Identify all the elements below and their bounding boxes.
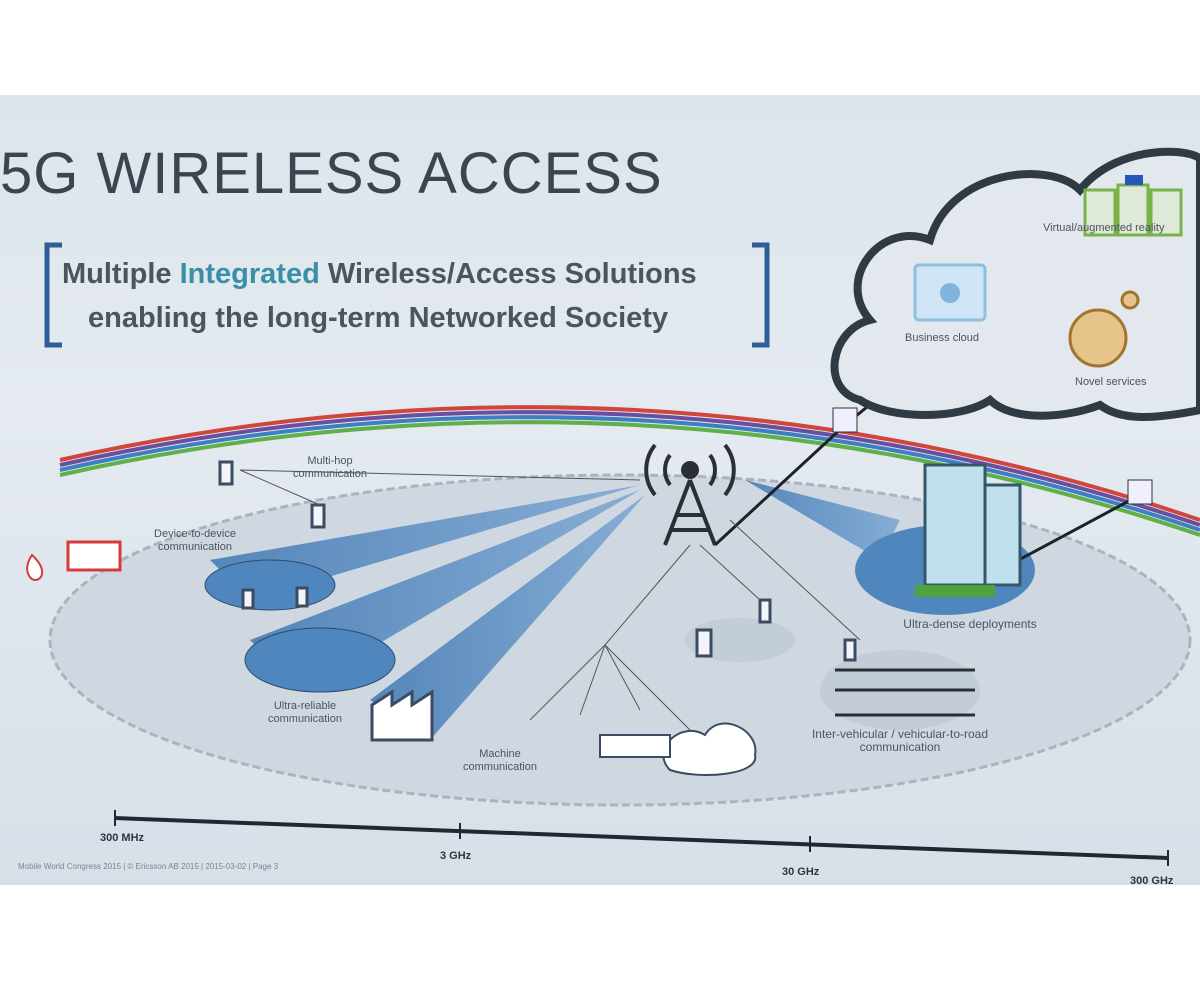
frequency-axis <box>114 810 1169 866</box>
subtitle-text: Multiple <box>62 258 180 290</box>
subtitle-text: Wireless/Access Solutions <box>319 258 697 290</box>
router-icon <box>1127 479 1153 505</box>
novel-services-icon <box>1068 290 1140 368</box>
road <box>835 668 975 717</box>
router-icon <box>832 407 858 433</box>
ultra-reliable-cell <box>244 627 396 693</box>
page-title: 5G WIRELESS ACCESS <box>0 141 663 206</box>
freq-label-300ghz: 300 GHz <box>1130 875 1174 887</box>
freq-label-3ghz: 3 GHz <box>440 850 472 862</box>
virtual-reality-icon <box>1083 175 1183 237</box>
subtitle-highlight: Integrated <box>179 258 320 290</box>
novel-services-label: Novel services <box>1075 376 1147 388</box>
ultra-dense-label: Ultra-dense deployments <box>903 617 1037 631</box>
device-icons <box>218 460 857 662</box>
subtitle-line-1: Multiple Integrated Wireless/Access Solu… <box>62 258 697 291</box>
grass <box>915 585 995 597</box>
machine-label: Machine communication <box>463 748 537 773</box>
subtitle-line-2: enabling the long-term Networked Society <box>88 302 669 334</box>
virtual-reality-label: Virtual/augmented reality <box>1043 222 1165 234</box>
footer-text: Mobile World Congress 2015 | © Ericsson … <box>18 862 279 871</box>
vehicular-label: Inter-vehicular / vehicular-to-road comm… <box>811 727 989 754</box>
fire-icon <box>26 553 44 582</box>
tree-cloud-icon <box>662 722 757 776</box>
ship-icon <box>599 734 671 758</box>
machine-links <box>239 469 861 741</box>
coverage-rainbow-arc <box>59 405 1200 537</box>
multi-hop-label: Multi-hop communication <box>293 455 367 480</box>
business-cloud-label: Business cloud <box>905 332 979 344</box>
fire-truck-icon <box>66 540 122 572</box>
ultra-reliable-label: Ultra-reliable communication <box>268 700 342 725</box>
d2d-label: Device-to-device communication <box>154 528 236 553</box>
freq-label-30ghz: 30 GHz <box>782 866 820 878</box>
base-station-tower-icon <box>644 443 736 546</box>
building-icon <box>923 463 1022 587</box>
factory-icon <box>370 689 434 742</box>
freq-label-300mhz: 300 MHz <box>100 832 145 844</box>
